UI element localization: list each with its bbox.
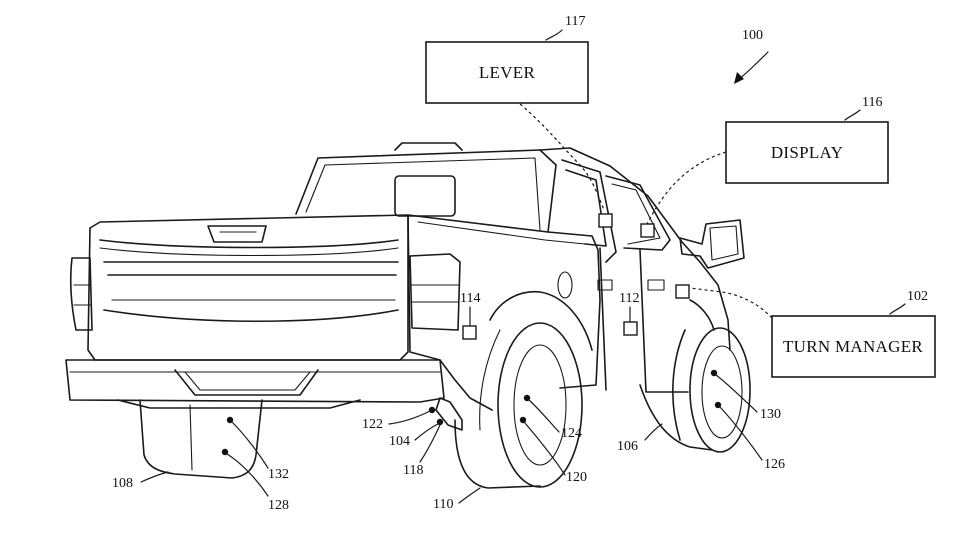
left-taillight [70, 257, 93, 331]
ref-116-leader [844, 109, 861, 121]
cab-back [295, 149, 557, 233]
ref-112: 112 [619, 291, 639, 306]
sensor-lever-pad [598, 213, 613, 228]
ref-106: 106 [617, 439, 638, 454]
turn-manager-connector [689, 287, 773, 319]
display-connector [645, 151, 727, 227]
ref-130: 130 [760, 407, 781, 422]
ref-120: 120 [566, 470, 587, 485]
rear-right-wheel [454, 322, 583, 489]
ref-100-arrow-icon [734, 51, 769, 84]
ref-128: 128 [268, 498, 289, 513]
cab-side [539, 147, 731, 351]
ref-104: 104 [389, 434, 410, 449]
hub-120-dot [519, 416, 527, 424]
sensor-114 [462, 325, 477, 340]
front-right-wheel [672, 327, 751, 453]
lever-label: LEVER [479, 63, 536, 82]
ref-108: 108 [112, 476, 133, 491]
turn-manager-label: TURN MANAGER [783, 337, 923, 356]
ref-122: 122 [362, 417, 383, 432]
rear-left-tire [139, 399, 263, 479]
ref-132: 132 [268, 467, 289, 482]
rear-bumper [65, 359, 445, 409]
ref-114: 114 [460, 291, 480, 306]
bed-side [89, 214, 601, 389]
ref-100: 100 [742, 28, 763, 43]
ref-110: 110 [433, 497, 453, 512]
ref-124: 124 [561, 426, 582, 441]
sensor-display-pad [640, 223, 655, 238]
right-taillight [409, 253, 461, 331]
turn-manager-box: TURN MANAGER [771, 315, 936, 378]
sensor-112 [623, 321, 638, 336]
lever-box: LEVER [425, 41, 589, 104]
hub-122-dot [428, 406, 436, 414]
ref-116: 116 [862, 95, 882, 110]
sensor-turn-manager-pad [675, 284, 690, 299]
ref-117: 117 [565, 14, 585, 29]
mud-flap [435, 397, 463, 431]
display-box: DISPLAY [725, 121, 889, 184]
ref-126: 126 [764, 457, 785, 472]
ref-118: 118 [403, 463, 423, 478]
side-mirror [679, 219, 745, 269]
ref-117-leader [545, 29, 563, 41]
display-label: DISPLAY [771, 143, 843, 162]
truck-drawing [65, 142, 751, 489]
front-right-tire-lower [639, 384, 713, 451]
ref-102: 102 [907, 289, 928, 304]
ref-102-leader [889, 303, 906, 315]
tailgate [87, 214, 409, 361]
rear-window-slider [394, 175, 456, 217]
